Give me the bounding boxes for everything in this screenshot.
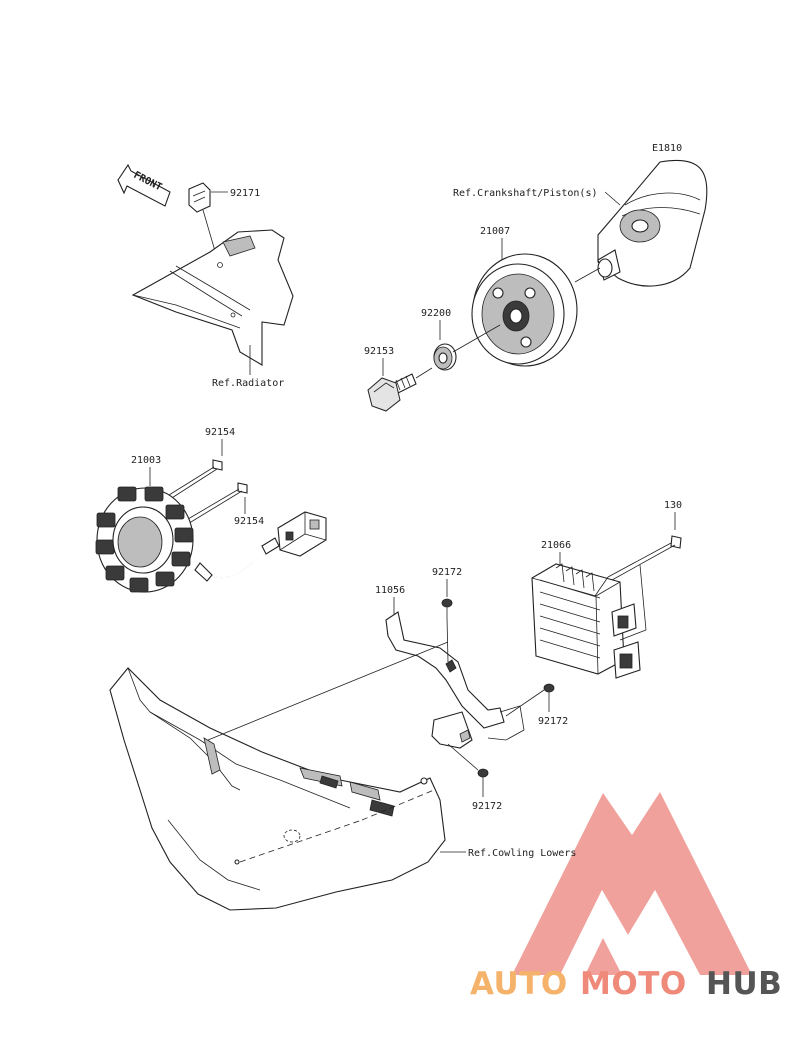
part-92171-label: 92171 xyxy=(230,188,260,199)
part-21003-label: 21003 xyxy=(131,455,161,466)
crankshaft xyxy=(597,159,708,287)
screw-92172-upper xyxy=(441,598,453,618)
rotor-21007 xyxy=(471,253,578,367)
diagram-code: E1810 xyxy=(652,143,682,154)
watermark-text: AUTO MOTO HUB xyxy=(470,966,782,1002)
bolt-130 xyxy=(607,535,682,581)
watermark-logo xyxy=(512,792,752,975)
stator-wire xyxy=(194,537,280,582)
front-arrow: FRONT xyxy=(117,163,171,207)
bolt-92154-lower xyxy=(182,482,248,526)
watermark-auto: AUTO xyxy=(470,966,568,1002)
part-92154b-label: 92154 xyxy=(234,516,264,527)
ref-cowling: Ref.Cowling Lowers xyxy=(468,848,576,859)
part-130-label: 130 xyxy=(664,500,682,511)
stator-21003 xyxy=(95,486,194,593)
part-92172b-label: 92172 xyxy=(538,716,568,727)
part-92153-label: 92153 xyxy=(364,346,394,357)
clip-92171 xyxy=(188,182,211,213)
watermark-moto: MOTO xyxy=(580,966,687,1002)
ref-radiator: Ref.Radiator xyxy=(212,378,284,389)
stator-connector xyxy=(277,511,327,557)
part-92154a-label: 92154 xyxy=(205,427,235,438)
cowling-lower xyxy=(109,667,446,911)
ref-crankshaft: Ref.Crankshaft/Piston(s) xyxy=(453,188,598,199)
part-21007-label: 21007 xyxy=(480,226,510,237)
part-21066-label: 21066 xyxy=(541,540,571,551)
part-92200-label: 92200 xyxy=(421,308,451,319)
radiator-cover xyxy=(131,229,294,366)
part-92172a-label: 92172 xyxy=(432,567,462,578)
part-11056-label: 11056 xyxy=(375,585,405,596)
watermark-hub: HUB xyxy=(706,966,782,1002)
screw-92172-middle xyxy=(543,683,555,702)
regulator-21066 xyxy=(531,563,641,679)
part-92172c-label: 92172 xyxy=(472,801,502,812)
washer-92200 xyxy=(433,343,457,371)
bolt-92153 xyxy=(367,373,417,412)
bracket-11056 xyxy=(385,611,525,749)
screw-92172-lower xyxy=(477,768,489,787)
